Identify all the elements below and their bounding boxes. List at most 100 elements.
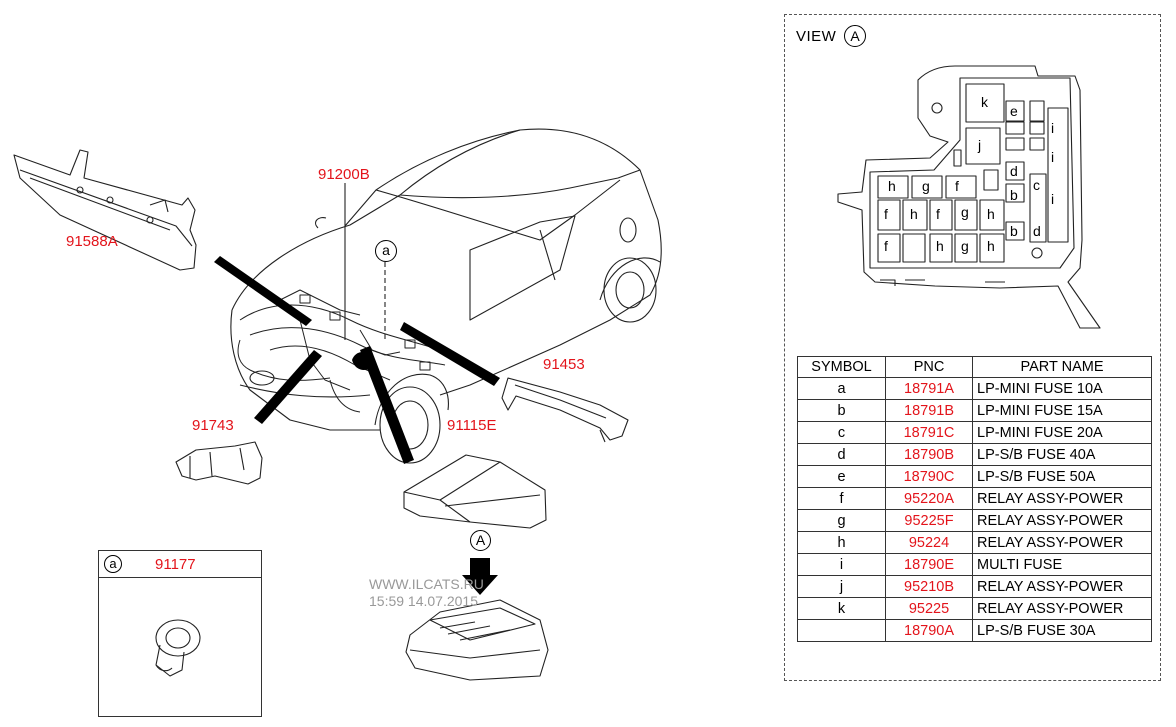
cell-symbol: e	[797, 465, 886, 488]
inset-pnc: 91177	[155, 556, 196, 573]
fuse-label: i	[1051, 120, 1055, 136]
fuse-label: g	[961, 204, 969, 220]
leader-strokes	[214, 256, 500, 464]
header-part-name: PART NAME	[972, 356, 1152, 378]
view-a-panel	[784, 14, 1161, 681]
cell-part-name: LP-S/B FUSE 50A	[972, 465, 1152, 488]
header-symbol: SYMBOL	[797, 356, 886, 378]
cell-symbol: c	[797, 421, 886, 444]
cell-part-name: RELAY ASSY-POWER	[972, 575, 1152, 598]
fuse-label: i	[1051, 191, 1055, 207]
fuse-label: d	[1010, 163, 1018, 179]
fuse-box-view-drawing	[837, 65, 1101, 329]
fuse-label: h	[987, 238, 995, 254]
fuse-label: h	[987, 206, 995, 222]
cell-symbol: a	[797, 377, 886, 400]
view-title: VIEW A	[796, 25, 867, 47]
cell-part-name: LP-MINI FUSE 10A	[972, 377, 1152, 400]
callout-marker-a: a	[375, 240, 397, 262]
watermark-line1: WWW.ILCATS.RU	[369, 576, 484, 592]
cell-part-name: LP-S/B FUSE 30A	[972, 619, 1152, 642]
cell-symbol: b	[797, 399, 886, 422]
fuse-label: c	[1033, 177, 1040, 193]
grommet-91177-drawing	[155, 619, 201, 677]
cell-pnc: 18790A	[885, 619, 973, 642]
inset-header: a 91177	[99, 551, 261, 578]
fuse-label: g	[922, 178, 930, 194]
header-pnc: PNC	[885, 356, 973, 378]
fuse-label: f	[884, 238, 888, 254]
cell-pnc: 95220A	[885, 487, 973, 510]
cell-pnc: 95225F	[885, 509, 973, 532]
bracket-91453-drawing	[501, 377, 629, 443]
cell-pnc: 18790C	[885, 465, 973, 488]
callout-91453: 91453	[543, 356, 585, 373]
callout-91200B: 91200B	[318, 166, 370, 183]
watermark: WWW.ILCATS.RU 15:59 14.07.2015	[369, 576, 484, 610]
cell-symbol: g	[797, 509, 886, 532]
fuse-label: d	[1033, 223, 1041, 239]
engine-wiring-drawing	[237, 289, 446, 413]
fuse-label: k	[981, 94, 988, 110]
cell-part-name: LP-S/B FUSE 40A	[972, 443, 1152, 466]
callout-91588A: 91588A	[66, 233, 118, 250]
cell-part-name: RELAY ASSY-POWER	[972, 487, 1152, 510]
bracket-91588A-drawing	[13, 149, 197, 271]
cell-pnc: 18790B	[885, 443, 973, 466]
fuse-label: b	[1010, 223, 1018, 239]
callout-marker-A: A	[470, 530, 491, 551]
fuse-label: f	[884, 206, 888, 222]
fuse-label: h	[910, 206, 918, 222]
cell-symbol: j	[797, 575, 886, 598]
cell-part-name: RELAY ASSY-POWER	[972, 509, 1152, 532]
cell-pnc: 18790E	[885, 553, 973, 576]
cell-symbol: h	[797, 531, 886, 554]
cell-pnc: 18791A	[885, 377, 973, 400]
fuse-label: h	[888, 178, 896, 194]
callout-91743: 91743	[192, 417, 234, 434]
fuse-label: f	[955, 178, 959, 194]
fuse-label: i	[1051, 149, 1055, 165]
inset-91177: a 91177	[98, 550, 262, 717]
cell-pnc: 18791B	[885, 399, 973, 422]
cell-part-name: LP-MINI FUSE 15A	[972, 399, 1152, 422]
cell-symbol: k	[797, 597, 886, 620]
cell-pnc: 95224	[885, 531, 973, 554]
cell-symbol	[797, 619, 886, 642]
cell-part-name: MULTI FUSE	[972, 553, 1152, 576]
fuse-label: e	[1010, 103, 1018, 119]
cell-symbol: f	[797, 487, 886, 510]
arrow-down-icon	[462, 558, 498, 595]
cell-symbol: d	[797, 443, 886, 466]
fuse-label: b	[1010, 187, 1018, 203]
fuse-label: h	[936, 238, 944, 254]
car-body-drawing	[230, 128, 662, 464]
fuse-cover-91115E-drawing	[403, 454, 547, 529]
fuse-label: f	[936, 206, 940, 222]
cell-pnc: 95210B	[885, 575, 973, 598]
cell-pnc: 95225	[885, 597, 973, 620]
watermark-line2: 15:59 14.07.2015	[369, 593, 478, 609]
cell-part-name: RELAY ASSY-POWER	[972, 531, 1152, 554]
fuse-label: g	[961, 238, 969, 254]
fuse-label: j	[978, 137, 982, 153]
cell-part-name: RELAY ASSY-POWER	[972, 597, 1152, 620]
cell-pnc: 18791C	[885, 421, 973, 444]
fuse-box-base-drawing	[405, 599, 549, 681]
view-title-text: VIEW	[796, 28, 837, 45]
cell-symbol: i	[797, 553, 886, 576]
view-marker: A	[844, 25, 867, 47]
